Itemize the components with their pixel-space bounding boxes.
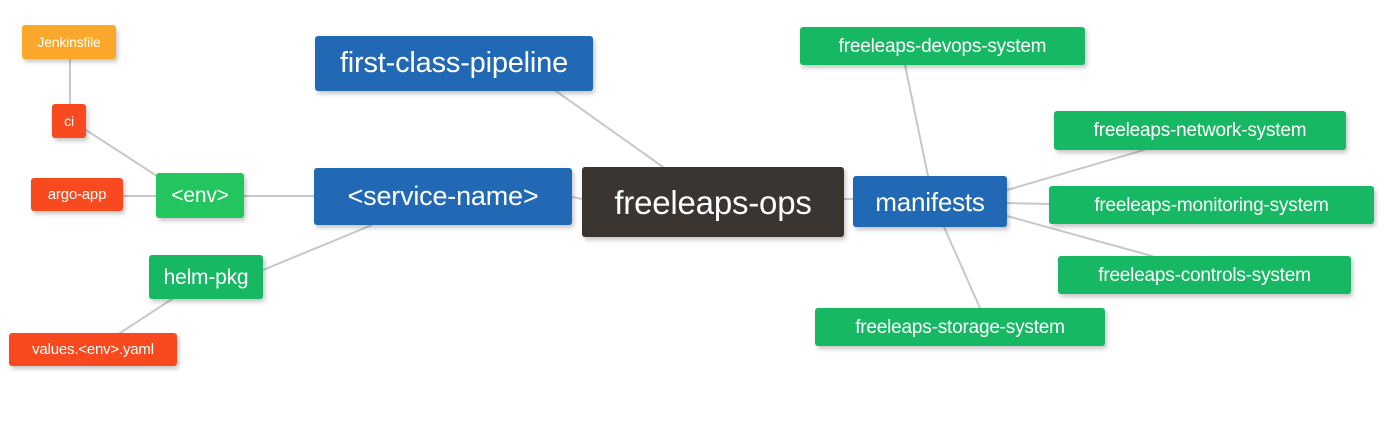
mindmap-node-label: values.<env>.yaml <box>32 341 154 358</box>
mindmap-node-freeleaps-ops[interactable]: freeleaps-ops <box>582 167 844 237</box>
mindmap-node-label: freeleaps-devops-system <box>838 35 1047 57</box>
mindmap-node-argo-app[interactable]: argo-app <box>31 178 123 211</box>
mindmap-edge <box>904 64 929 177</box>
mindmap-node-freeleaps-controls-system[interactable]: freeleaps-controls-system <box>1058 256 1351 294</box>
mindmap-node-label: freeleaps-network-system <box>1093 120 1307 141</box>
mindmap-node-label: argo-app <box>47 186 107 203</box>
mindmap-node-first-class-pipeline[interactable]: first-class-pipeline <box>315 36 593 91</box>
mindmap-edge <box>1006 149 1145 191</box>
mindmap-edge <box>262 224 373 271</box>
mindmap-node-label: first-class-pipeline <box>339 47 569 79</box>
mindmap-edge <box>119 298 173 334</box>
mindmap-node-label: ci <box>64 113 74 129</box>
mindmap-node-freeleaps-network-system[interactable]: freeleaps-network-system <box>1054 111 1346 150</box>
mindmap-node-env[interactable]: <env> <box>156 173 244 218</box>
mindmap-edge <box>943 226 981 309</box>
mindmap-node-label: manifests <box>875 186 985 217</box>
mindmap-node-freeleaps-storage-system[interactable]: freeleaps-storage-system <box>815 308 1105 346</box>
mindmap-edge <box>555 90 664 168</box>
mindmap-node-label: freeleaps-storage-system <box>855 316 1065 338</box>
mindmap-node-label: freeleaps-ops <box>614 183 812 221</box>
mindmap-node-label: <service-name> <box>347 181 539 211</box>
mindmap-node-values-env-yaml[interactable]: values.<env>.yaml <box>9 333 177 366</box>
mindmap-node-helm-pkg[interactable]: helm-pkg <box>149 255 263 299</box>
mindmap-edge <box>85 129 161 179</box>
mindmap-node-freeleaps-devops-system[interactable]: freeleaps-devops-system <box>800 27 1085 65</box>
mindmap-node-label: Jenkinsfile <box>37 34 101 50</box>
mindmap-node-ci[interactable]: ci <box>52 104 86 138</box>
mindmap-node-freeleaps-monitoring-system[interactable]: freeleaps-monitoring-system <box>1049 186 1374 224</box>
mindmap-edge <box>571 196 583 200</box>
mindmap-node-label: freeleaps-monitoring-system <box>1094 194 1329 216</box>
mindmap-node-label: helm-pkg <box>163 265 249 289</box>
mindmap-node-label: <env> <box>171 184 229 207</box>
mindmap-node-label: freeleaps-controls-system <box>1098 264 1311 286</box>
mindmap-node-manifests[interactable]: manifests <box>853 176 1007 227</box>
mindmap-node-jenkinsfile[interactable]: Jenkinsfile <box>22 25 116 59</box>
mindmap-edge <box>1006 202 1050 205</box>
mindmap-node-service-name[interactable]: <service-name> <box>314 168 572 225</box>
